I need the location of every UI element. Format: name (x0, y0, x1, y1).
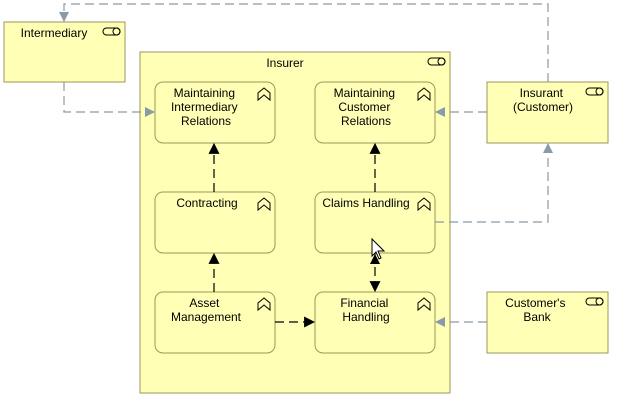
function-label: Asset Management (171, 296, 242, 324)
flow-claims-handling-to-insurant[interactable] (435, 143, 553, 223)
function-icon (257, 197, 271, 212)
function-label: Contracting (176, 196, 237, 210)
insurer-label: Insurer (266, 56, 303, 70)
trigger-arrowhead-claims-handling (370, 254, 380, 264)
function-maintaining-customer-relations[interactable]: Maintaining Customer Relations (314, 81, 436, 144)
function-financial-handling[interactable]: Financial Handling (314, 291, 436, 354)
function-icon (257, 87, 271, 102)
function-contracting[interactable]: Contracting (154, 191, 276, 254)
function-icon (417, 197, 431, 212)
actor-icon (585, 87, 604, 96)
function-icon (417, 87, 431, 102)
flow-intermediary-to-maintaining-intermediary-relations[interactable] (63, 82, 155, 117)
function-claims-handling[interactable]: Claims Handling (314, 191, 436, 254)
function-label: Claims Handling (322, 196, 409, 210)
customers-bank-label: Customer's Bank (505, 296, 569, 324)
mouse-cursor-icon (371, 237, 386, 260)
function-label: Maintaining Intermediary Relations (171, 86, 241, 128)
actor-insurant[interactable]: Insurant (Customer) (486, 81, 609, 144)
actor-icon (585, 297, 604, 306)
function-asset-management[interactable]: Asset Management (154, 291, 276, 354)
function-label: Maintaining Customer Relations (334, 86, 399, 128)
function-icon (257, 297, 271, 312)
function-maintaining-intermediary-relations[interactable]: Maintaining Intermediary Relations (154, 81, 276, 144)
function-label: Financial Handling (340, 296, 391, 324)
actor-icon (427, 57, 446, 66)
actor-intermediary[interactable]: Intermediary (3, 21, 126, 83)
actor-icon (102, 27, 121, 36)
function-icon (417, 297, 431, 312)
actor-customers-bank[interactable]: Customer's Bank (486, 291, 609, 354)
insurant-label: Insurant (Customer) (513, 86, 573, 114)
intermediary-label: Intermediary (21, 26, 88, 40)
